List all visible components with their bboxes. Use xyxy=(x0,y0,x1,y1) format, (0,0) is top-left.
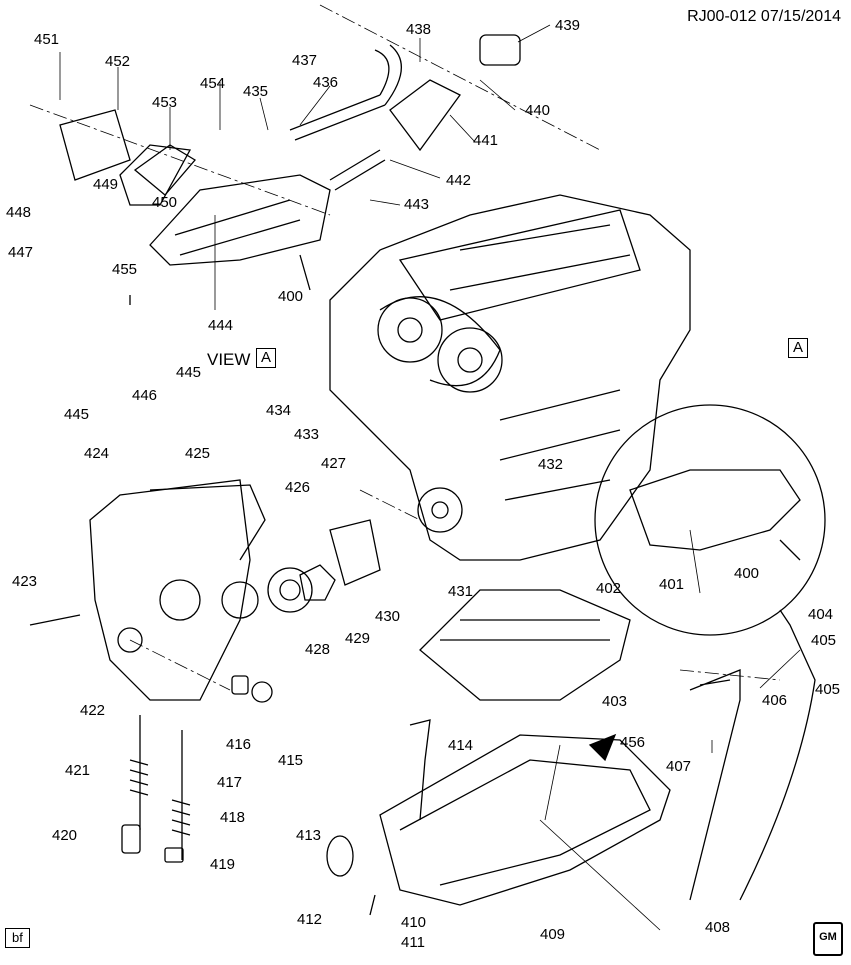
callout-label: 454 xyxy=(200,75,226,92)
detail-letter-box: A xyxy=(788,338,808,358)
drawing-reference: RJ00-012 07/15/2014 xyxy=(687,8,841,25)
gm-logo: GM xyxy=(813,922,843,956)
callout-label: 447 xyxy=(8,244,34,261)
callout-label: 440 xyxy=(525,102,551,119)
callout-label: 400 xyxy=(734,565,760,582)
oil-cooler-housing xyxy=(149,174,331,266)
detail-circle xyxy=(594,404,826,636)
inner-rotor xyxy=(299,564,336,601)
callout-label: 406 xyxy=(762,692,788,709)
callout-label: 450 xyxy=(152,194,178,211)
callout-label: 432 xyxy=(538,456,564,473)
callout-label: 403 xyxy=(602,693,628,710)
callout-label: 441 xyxy=(473,132,499,149)
callout-label: 418 xyxy=(220,809,246,826)
callout-label: 405 xyxy=(815,681,841,698)
callout-label: 429 xyxy=(345,630,371,647)
callout-label: 405 xyxy=(811,632,837,649)
callout-label: 412 xyxy=(297,911,323,928)
filter-cap xyxy=(479,34,521,66)
callout-label: 456 xyxy=(620,734,646,751)
callout-label: 415 xyxy=(278,752,304,769)
callout-label: 423 xyxy=(12,573,38,590)
callout-label: 438 xyxy=(406,21,432,38)
dipstick xyxy=(739,609,816,901)
callout-label: 426 xyxy=(285,479,311,496)
callout-label: 445 xyxy=(64,406,90,423)
callout-label: 407 xyxy=(666,758,692,775)
callout-label: 416 xyxy=(226,736,252,753)
callout-label: 428 xyxy=(305,641,331,658)
callout-label: 434 xyxy=(266,402,292,419)
callout-label: 402 xyxy=(596,580,622,597)
callout-label: 422 xyxy=(80,702,106,719)
view-label: VIEW xyxy=(207,350,251,369)
view-letter-box: A xyxy=(256,348,276,368)
callout-label: 436 xyxy=(313,74,339,91)
callout-label: 425 xyxy=(185,445,211,462)
callout-label: 433 xyxy=(294,426,320,443)
callout-label: 410 xyxy=(401,914,427,931)
pan-baffle xyxy=(419,589,631,701)
callout-label: 446 xyxy=(132,387,158,404)
pipe-436 xyxy=(289,94,386,141)
callout-label: 427 xyxy=(321,455,347,472)
callout-label: 413 xyxy=(296,827,322,844)
callout-label: 400 xyxy=(278,288,304,305)
bypass-spring xyxy=(329,149,386,191)
callout-label: 424 xyxy=(84,445,110,462)
callout-label: 451 xyxy=(34,31,60,48)
front-cover xyxy=(89,479,251,701)
callout-label: 452 xyxy=(105,53,131,70)
callout-label: 408 xyxy=(705,919,731,936)
callout-label: 439 xyxy=(555,17,581,34)
callout-label: 409 xyxy=(540,926,566,943)
outer-rotor xyxy=(267,567,313,613)
callout-label: 404 xyxy=(808,606,834,623)
callout-label: 401 xyxy=(659,576,685,593)
cooler-plate xyxy=(59,109,131,181)
callout-label: 442 xyxy=(446,172,472,189)
callout-label: 449 xyxy=(93,176,119,193)
callout-label: 431 xyxy=(448,583,474,600)
callout-label: 420 xyxy=(52,827,78,844)
callout-label: 414 xyxy=(448,737,474,754)
callout-label: 453 xyxy=(152,94,178,111)
oil-pan xyxy=(379,734,671,906)
engine-block xyxy=(329,194,691,561)
callout-label: 443 xyxy=(404,196,430,213)
front-arrow xyxy=(588,733,617,762)
filter-element xyxy=(389,79,461,152)
callout-label: 445 xyxy=(176,364,202,381)
dipstick-tube xyxy=(689,669,741,901)
callout-label: 411 xyxy=(401,934,425,951)
callout-label: 437 xyxy=(292,52,318,69)
callout-label: 419 xyxy=(210,856,236,873)
callout-label: 421 xyxy=(65,762,91,779)
callout-label: 444 xyxy=(208,317,234,334)
callout-label: 435 xyxy=(243,83,269,100)
callout-label: 430 xyxy=(375,608,401,625)
callout-label: 455 xyxy=(112,261,138,278)
callout-label: 417 xyxy=(217,774,243,791)
pump-plate xyxy=(329,519,381,586)
bf-tag: bf xyxy=(5,928,30,948)
callout-label: 448 xyxy=(6,204,32,221)
